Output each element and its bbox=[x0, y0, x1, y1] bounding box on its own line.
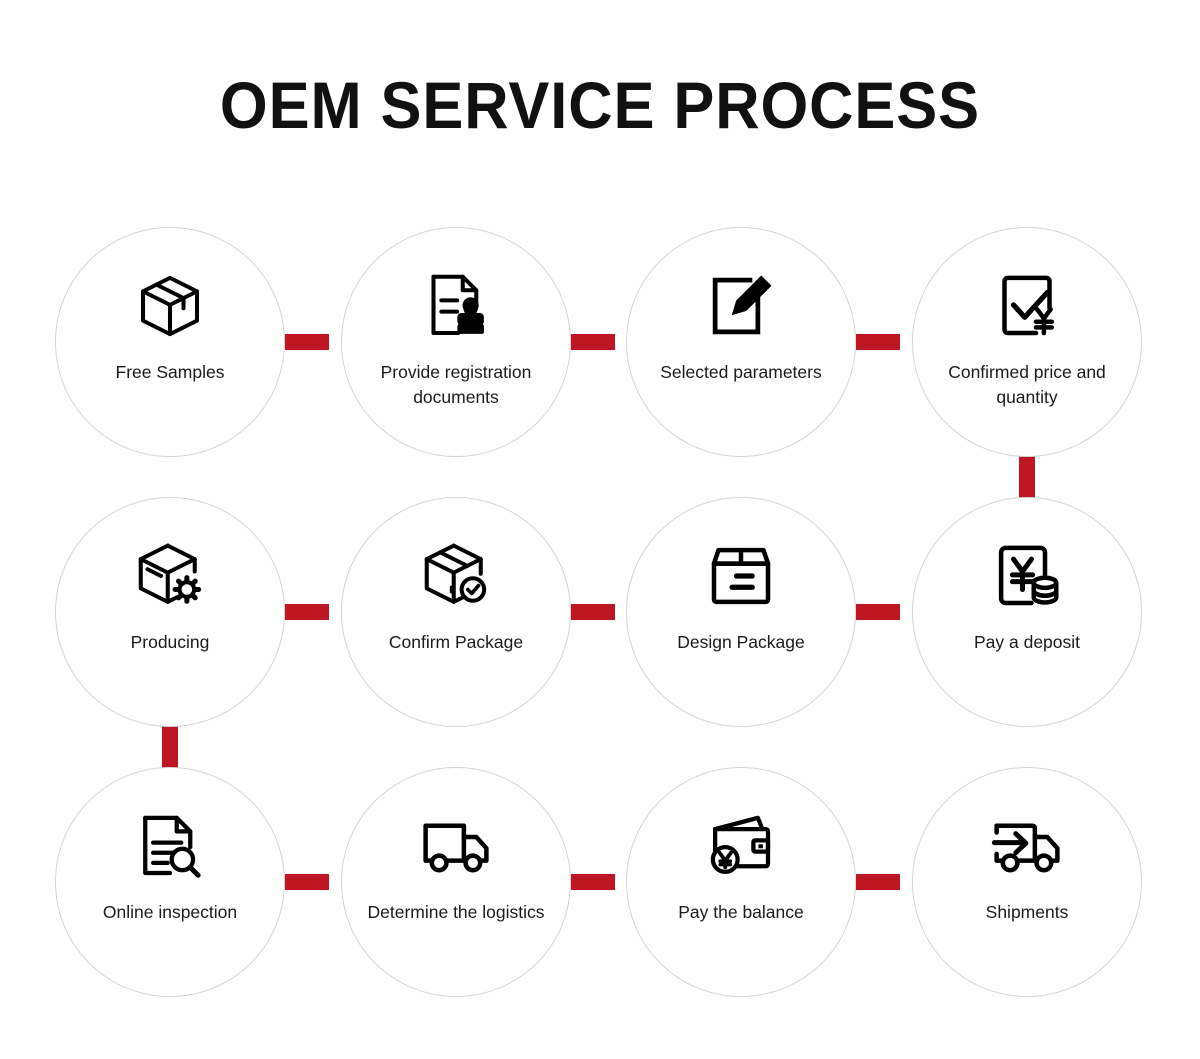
delivery-truck-icon bbox=[420, 810, 492, 882]
page-title: OEM SERVICE PROCESS bbox=[219, 68, 981, 142]
connector-row3-col1-col2 bbox=[285, 874, 329, 890]
step-label: Pay the balance bbox=[678, 902, 804, 922]
box-gear-icon bbox=[134, 540, 206, 612]
package-box-icon bbox=[134, 270, 206, 342]
step-label: Confirmed price and quantity bbox=[948, 362, 1106, 408]
document-stamp-icon bbox=[420, 270, 492, 342]
step-node-pay-a-deposit[interactable]: Pay a deposit bbox=[912, 497, 1142, 727]
checkmark-yen-document-icon bbox=[991, 270, 1063, 342]
step-label: Selected parameters bbox=[660, 362, 822, 382]
connector-row3-col3-col4 bbox=[856, 874, 900, 890]
step-label: Shipments bbox=[985, 902, 1069, 922]
step-node-pay-the-balance[interactable]: Pay the balance bbox=[626, 767, 856, 997]
step-node-confirmed-price-and-quantity[interactable]: Confirmed price and quantity bbox=[912, 227, 1142, 457]
step-label: Design Package bbox=[677, 632, 805, 652]
step-node-shipments[interactable]: Shipments bbox=[912, 767, 1142, 997]
connector-row2-col3-col2 bbox=[571, 604, 615, 620]
step-node-determine-the-logistics[interactable]: Determine the logistics bbox=[341, 767, 571, 997]
step-node-free-samples[interactable]: Free Samples bbox=[55, 227, 285, 457]
edit-square-pencil-icon bbox=[705, 270, 777, 342]
step-label: Producing bbox=[130, 632, 210, 652]
carton-box-icon bbox=[705, 540, 777, 612]
connector-row2-col4-col3 bbox=[856, 604, 900, 620]
connector-row1-col4-to-row2-col4 bbox=[1019, 450, 1035, 504]
step-label: Free Samples bbox=[115, 362, 225, 382]
step-node-producing[interactable]: Producing bbox=[55, 497, 285, 727]
step-label: Confirm Package bbox=[388, 632, 524, 652]
step-label: Provide registration documents bbox=[380, 362, 532, 408]
document-magnifier-icon bbox=[134, 810, 206, 882]
truck-arrow-icon bbox=[991, 810, 1063, 882]
yen-coins-invoice-icon bbox=[991, 540, 1063, 612]
step-node-online-inspection[interactable]: Online inspection bbox=[55, 767, 285, 997]
step-label: Determine the logistics bbox=[367, 902, 545, 922]
wallet-yen-icon bbox=[705, 810, 777, 882]
box-check-circle-icon bbox=[420, 540, 492, 612]
connector-row1-col3-col4 bbox=[856, 334, 900, 350]
step-node-selected-parameters[interactable]: Selected parameters bbox=[626, 227, 856, 457]
connector-row1-col1-col2 bbox=[285, 334, 329, 350]
step-label: Pay a deposit bbox=[973, 632, 1081, 652]
step-node-confirm-package[interactable]: Confirm Package bbox=[341, 497, 571, 727]
step-node-provide-registration-documents[interactable]: Provide registration documents bbox=[341, 227, 571, 457]
connector-row2-col1-to-row3-col1 bbox=[162, 720, 178, 774]
step-label: Online inspection bbox=[102, 902, 238, 922]
step-node-design-package[interactable]: Design Package bbox=[626, 497, 856, 727]
connector-row1-col2-col3 bbox=[571, 334, 615, 350]
connector-row3-col2-col3 bbox=[571, 874, 615, 890]
connector-row2-col2-col1 bbox=[285, 604, 329, 620]
